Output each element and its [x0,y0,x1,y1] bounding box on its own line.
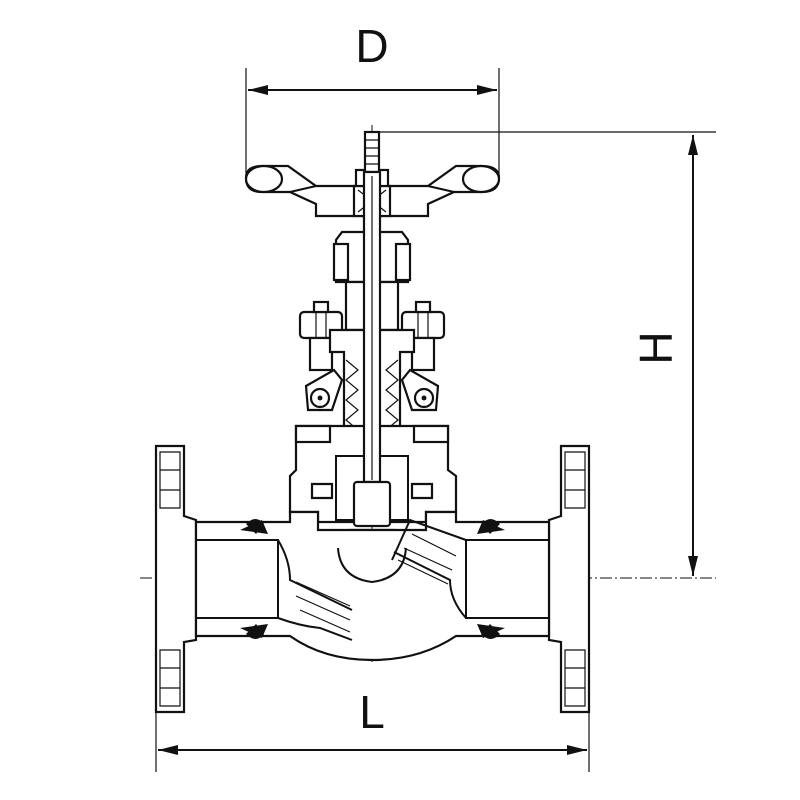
left-passage-upper [277,539,353,611]
gland-bolt-left [298,300,344,412]
right-port [465,539,549,619]
yoke-nut-left-ear [332,242,350,282]
stem-thread [363,130,381,174]
bonnet-cavity [335,455,409,521]
left-flange-bolt-holes [159,451,181,707]
stem-collar [352,480,392,528]
l-label: L [359,686,385,738]
bonnet-nut-left [294,424,332,444]
valve-body [194,510,551,662]
left-port [196,539,279,619]
packing-rings [345,359,399,431]
weld-marks [240,520,505,638]
d-label: D [355,20,388,72]
right-bolt-tip [414,300,432,314]
h-label: H [630,331,682,364]
gland-bolt-right [400,300,446,412]
right-bolt-shank [410,336,436,372]
left-seat-hatch [295,581,351,633]
yoke-nut-right-ear [394,242,412,282]
left-bolt-tip [312,300,330,314]
handwheel-spoke-lines [289,185,455,193]
left-passage-lower [277,617,353,641]
right-flange-bolt-holes [564,451,586,707]
handwheel-rim-left-section [244,164,284,194]
dimension-d: D [245,20,500,178]
right-passage-upper [391,518,467,561]
dimension-l: L [155,686,590,772]
stem-tip [363,130,381,174]
flange-right [547,444,591,714]
dimension-h: H [372,131,716,576]
seat-ring [337,547,407,584]
left-flange-plate [154,444,198,714]
handwheel-rim-right-section [461,164,501,194]
right-passage-lower [393,551,467,619]
right-flange-plate [547,444,591,714]
flange-left [154,444,198,714]
left-bolt-shank [308,336,334,372]
bonnet-bolt-heads [310,482,434,500]
right-seat-hatch [397,533,457,585]
bonnet-nut-right [412,424,450,444]
body-outline [194,510,551,662]
